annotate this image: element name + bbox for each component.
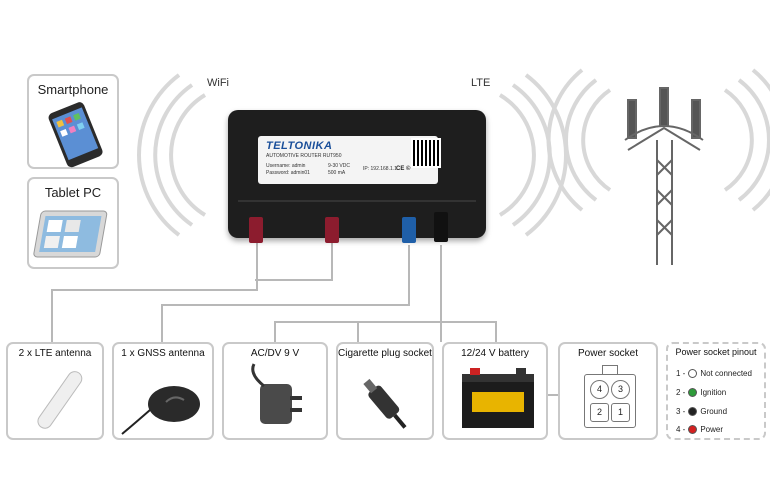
lte-waves	[498, 73, 568, 237]
smartphone-label: Smartphone	[37, 82, 109, 97]
cigarette-plug-icon	[363, 378, 407, 429]
router-marks: CE ©	[396, 166, 411, 172]
pin-dot-icon	[688, 425, 698, 434]
pinout-title: Power socket pinout	[675, 347, 757, 357]
ac-adapter-icon	[251, 363, 302, 424]
router-voltage: 9-30 VDC	[328, 163, 350, 169]
pin-label: Not connected	[700, 369, 752, 378]
pinout-row: 4 - Power	[676, 425, 723, 434]
pin-4: 4	[590, 380, 609, 399]
ac-adapter-box: AC/DV 9 V	[222, 342, 328, 440]
battery-icon	[462, 368, 534, 428]
router-brand: TELTONIKA	[266, 140, 333, 152]
pin-label: Ground	[700, 407, 728, 416]
cables	[51, 240, 558, 396]
tablet-box: Tablet PC	[27, 177, 119, 269]
pin-number: 4 -	[676, 425, 686, 434]
power-socket-diagram: 4 3 2 1	[584, 365, 636, 428]
pin-label: Power	[700, 425, 724, 434]
gnss-connector	[402, 217, 416, 243]
battery-box: 12/24 V battery	[442, 342, 548, 440]
smartphone-icon	[48, 102, 103, 168]
router-device: TELTONIKA AUTOMOTIVE ROUTER RUT950 Usern…	[228, 110, 486, 238]
smartphone-box: Smartphone	[27, 74, 119, 169]
power-connector	[434, 212, 448, 242]
lte-connector-1	[249, 217, 263, 243]
pinout-row: 1 - Not connected	[676, 369, 752, 378]
gnss-antenna-label: 1 x GNSS antenna	[121, 348, 205, 359]
gnss-antenna-icon	[121, 386, 200, 435]
power-socket-box: Power socket 4 3 2 1	[558, 342, 658, 440]
router-username: Username: admin	[266, 163, 306, 169]
lte-antenna-icon	[37, 371, 83, 429]
router-ip: IP: 192.168.1.1	[363, 166, 397, 172]
pin-2: 2	[590, 403, 609, 422]
router-edge	[238, 200, 476, 202]
pinout-legend: Power socket pinout 1 - Not connected 2 …	[666, 342, 766, 440]
lte-antenna-box: 2 x LTE antenna	[6, 342, 104, 440]
tablet-icon	[33, 210, 108, 258]
cigarette-plug-box: Cigarette plug socket	[336, 342, 434, 440]
wifi-waves	[137, 73, 207, 237]
gnss-antenna-box: 1 x GNSS antenna	[112, 342, 214, 440]
pin-dot-icon	[688, 369, 698, 378]
qr-code-icon	[411, 138, 441, 168]
router-label-sticker: TELTONIKA AUTOMOTIVE ROUTER RUT950 Usern…	[258, 136, 438, 184]
lte-label: LTE	[471, 77, 491, 89]
router-password: Password: admin01	[266, 170, 310, 176]
pin-number: 2 -	[676, 388, 686, 397]
cell-tower-icon	[624, 87, 704, 265]
lte-connector-2	[325, 217, 339, 243]
pin-3: 3	[611, 380, 630, 399]
pinout-row: 2 - Ignition	[676, 388, 726, 397]
tower-waves	[546, 68, 770, 212]
battery-label: 12/24 V battery	[461, 348, 529, 359]
socket-key	[602, 365, 618, 375]
pinout-row: 3 - Ground	[676, 407, 727, 416]
pin-1: 1	[611, 403, 630, 422]
pin-label: Ignition	[700, 388, 727, 397]
pin-dot-icon	[688, 388, 698, 397]
router-subtitle: AUTOMOTIVE ROUTER RUT950	[266, 153, 342, 159]
lte-antenna-label: 2 x LTE antenna	[18, 348, 92, 359]
pin-number: 3 -	[676, 407, 686, 416]
pin-number: 1 -	[676, 369, 686, 378]
ac-adapter-label: AC/DV 9 V	[250, 348, 300, 359]
pin-dot-icon	[688, 407, 698, 416]
tablet-label: Tablet PC	[44, 185, 102, 200]
cigarette-plug-label: Cigarette plug socket	[338, 348, 432, 359]
wifi-label: WiFi	[207, 77, 229, 89]
router-current: 500 mA	[328, 170, 346, 176]
power-socket-title: Power socket	[577, 348, 639, 359]
